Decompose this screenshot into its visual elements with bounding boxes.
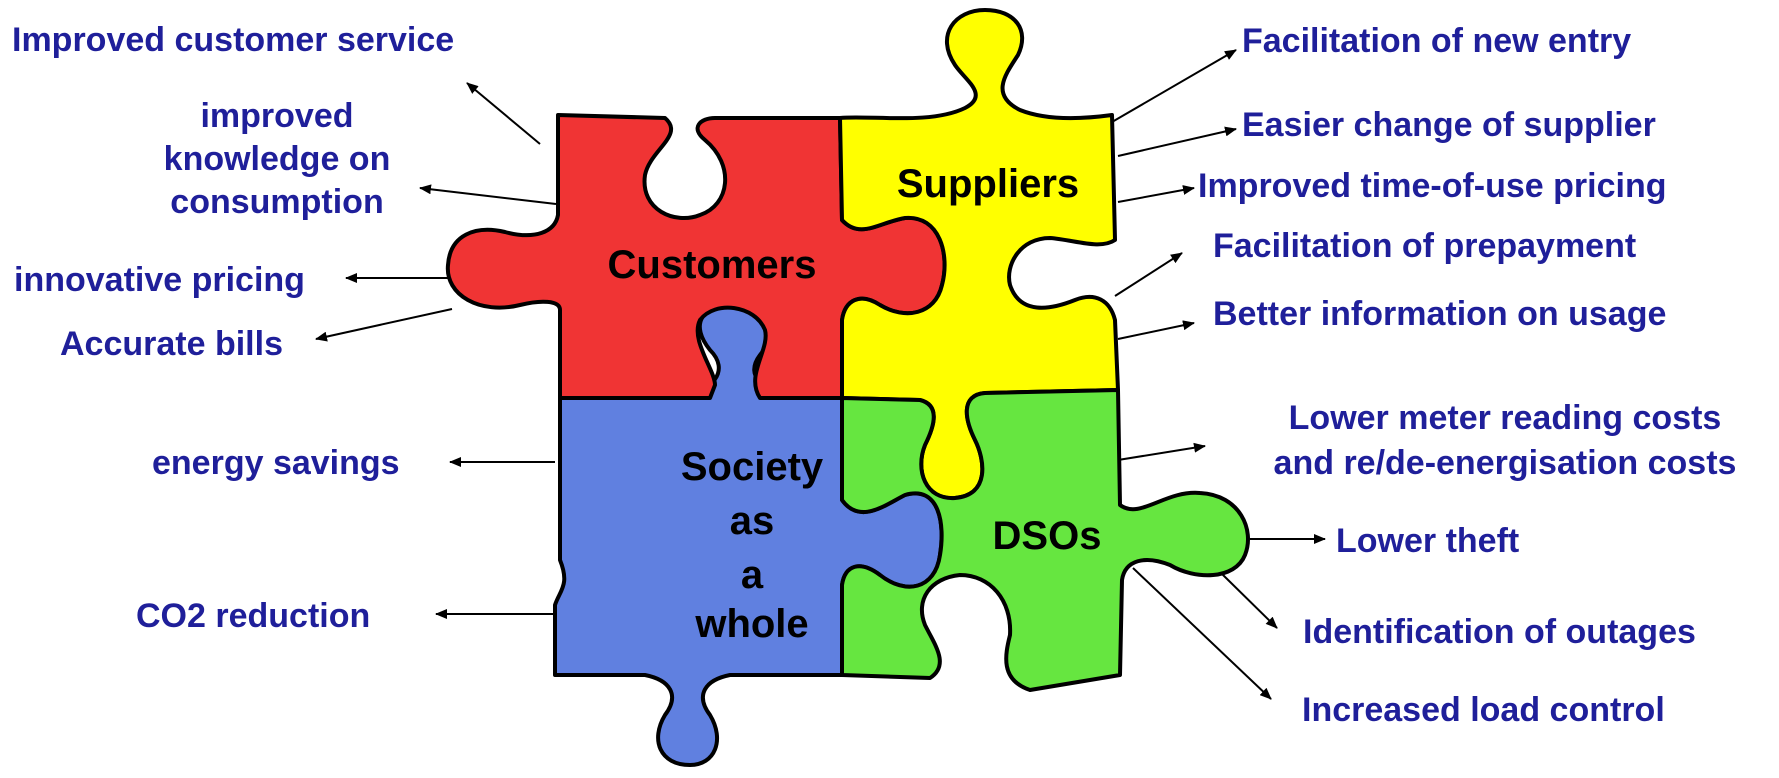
- society-label-line4: whole: [694, 602, 808, 646]
- arrow-tou-pricing: [1117, 185, 1195, 203]
- arrow-outages: [1221, 573, 1278, 629]
- customers-label: Customers: [608, 243, 817, 287]
- arrow-load-control: [1132, 567, 1272, 700]
- benefit-accurate-bills: Accurate bills: [60, 325, 283, 363]
- benefit-knowledge-line1: improved: [200, 97, 353, 135]
- society-label-line1: Society: [681, 445, 824, 489]
- benefit-knowledge-line3: consumption: [170, 183, 383, 221]
- arrow-new-entry: [1111, 49, 1237, 123]
- benefit-energy-savings: energy savings: [152, 444, 400, 482]
- suppliers-piece: [838, 8, 1120, 501]
- benefit-prepayment: Facilitation of prepayment: [1213, 227, 1636, 265]
- benefit-innovative-pricing: innovative pricing: [14, 261, 305, 299]
- suppliers-label: Suppliers: [897, 162, 1079, 206]
- arrow-accurate-bills: [315, 308, 453, 342]
- benefit-lower-theft: Lower theft: [1336, 522, 1519, 560]
- benefit-meter-costs-line1: Lower meter reading costs: [1289, 399, 1722, 437]
- society-label-line2: as: [730, 499, 775, 543]
- benefit-knowledge-line2: knowledge on: [164, 140, 391, 178]
- benefit-improved-customer-service: Improved customer service: [12, 21, 454, 59]
- benefit-change-supplier: Easier change of supplier: [1242, 106, 1656, 144]
- benefit-usage-info: Better information on usage: [1213, 295, 1666, 333]
- benefit-load-control: Increased load control: [1302, 691, 1665, 729]
- benefit-co2-reduction: CO2 reduction: [136, 597, 370, 635]
- arrow-meter-costs: [1117, 442, 1206, 461]
- arrow-knowledge: [419, 184, 557, 205]
- arrow-prepayment: [1114, 252, 1183, 297]
- dsos-label: DSOs: [993, 514, 1102, 558]
- arrow-change-supplier: [1117, 126, 1237, 157]
- arrow-improved-service: [466, 82, 541, 145]
- benefit-new-entry: Facilitation of new entry: [1242, 22, 1631, 60]
- benefit-outages: Identification of outages: [1303, 613, 1696, 651]
- society-label-line3: a: [741, 553, 764, 597]
- dsos-piece: [840, 388, 1250, 692]
- benefit-tou-pricing: Improved time-of-use pricing: [1198, 167, 1667, 205]
- benefit-meter-costs-line2: and re/de-energisation costs: [1274, 444, 1737, 482]
- arrow-usage-info: [1117, 320, 1195, 340]
